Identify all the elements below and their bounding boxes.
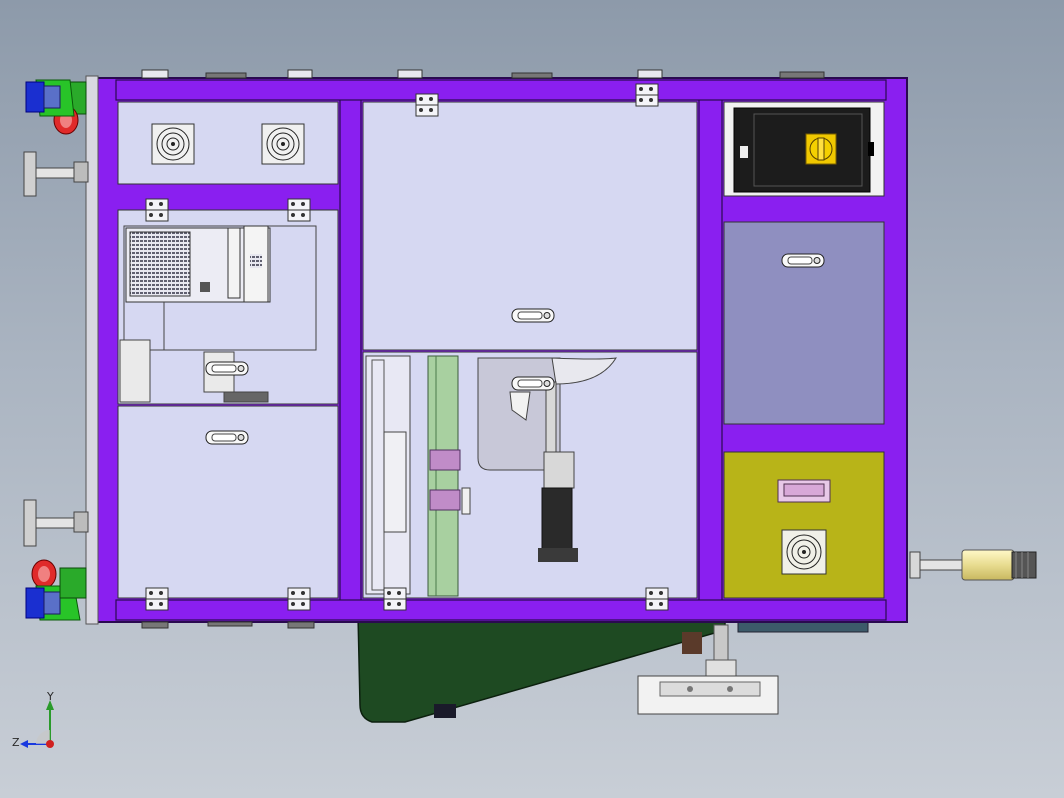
linear-module <box>365 355 471 597</box>
industrial-pc <box>123 225 317 351</box>
lower-green-housing <box>357 614 726 723</box>
housing-connector <box>682 632 702 654</box>
hinge <box>287 587 311 611</box>
right-middle-door <box>723 221 885 425</box>
housing-connector <box>434 704 456 718</box>
emergency-stop-top[interactable] <box>25 79 87 135</box>
signal-lamp <box>909 549 1037 581</box>
door-latch[interactable] <box>511 376 555 391</box>
leveling-screw <box>23 151 89 197</box>
leveling-foot <box>637 624 779 715</box>
coordinate-triad: Y Z <box>12 690 54 749</box>
door-latch[interactable] <box>205 430 249 445</box>
door-hinges <box>145 83 669 611</box>
fan-grille-icon <box>151 123 195 165</box>
right-lower-door <box>723 451 885 599</box>
door-latches[interactable] <box>205 253 825 445</box>
door-latch[interactable] <box>781 253 825 268</box>
hinge <box>287 198 311 222</box>
hinge <box>383 587 407 611</box>
door-latch[interactable] <box>511 308 555 323</box>
status-indicator <box>740 146 748 158</box>
latch <box>868 142 874 156</box>
control-box <box>733 107 871 193</box>
leveling-screw <box>23 499 89 547</box>
emergency-stop-bottom[interactable] <box>25 559 87 621</box>
triad-z-label: Z <box>12 736 20 749</box>
control-box-lid <box>753 113 863 187</box>
top-mounting-tabs <box>141 69 825 79</box>
fan-grille-icon <box>781 529 827 575</box>
door-latch[interactable] <box>205 361 249 376</box>
hinge <box>145 587 169 611</box>
hinge <box>645 587 669 611</box>
hinge <box>145 198 169 222</box>
triad-y-label: Y <box>46 690 54 703</box>
servo-motor <box>538 381 578 562</box>
bottom-mounting-tabs <box>141 621 315 629</box>
hinge <box>635 83 659 107</box>
left-side-skin <box>85 75 99 625</box>
hinge <box>415 93 439 117</box>
drawer-pull-handle[interactable] <box>777 479 831 503</box>
main-disconnect-switch-icon[interactable] <box>805 133 837 165</box>
fan-grille-icon <box>261 123 305 165</box>
fan-panel <box>117 101 339 185</box>
